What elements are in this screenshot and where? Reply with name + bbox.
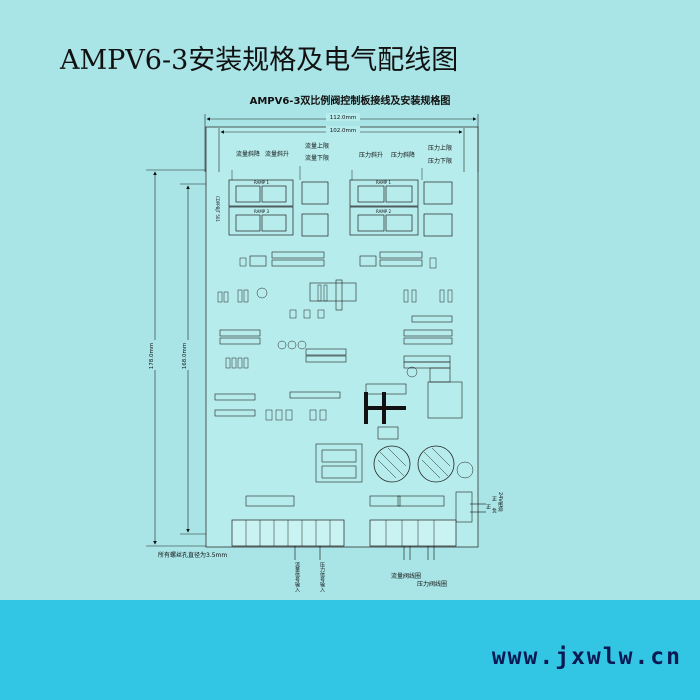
dim-height-outer: 178.0mm (149, 343, 155, 369)
dim-width-inner: 102.0mm (330, 128, 356, 134)
label-power-24v: 24V电源 (497, 492, 503, 513)
label-pressure-lower: 压力下限 (428, 157, 452, 165)
side-code-label: CDPPBJT 501 (215, 196, 220, 222)
adjustment-labels: 流量斜降 流量斜升 流量上限 流量下限 压力斜升 压力斜降 压力上限 压力下限 (236, 142, 452, 165)
height-dimensions: 178.0mm 168.0mm (146, 169, 206, 547)
footer-band (0, 600, 700, 700)
label-pressure-upper: 压力上限 (428, 144, 452, 152)
regulator-bracket (364, 392, 406, 424)
label-pressure-ramp-down: 压力斜降 (391, 151, 415, 159)
label-pressure-valve-wire: 压力阀线圈 (417, 580, 447, 588)
label-flow-lower: 流量下限 (305, 154, 329, 162)
ramp1-label-b: RAMP 1 (376, 180, 391, 185)
label-terminal-minus: 负 (491, 507, 497, 514)
small-parts (217, 257, 453, 421)
label-flow-ramp-down: 流量斜降 (236, 150, 260, 158)
dim-height-inner: 168.0mm (182, 343, 188, 369)
label-flow-upper: 流量上限 (305, 142, 329, 150)
dim-width-outer: 112.0mm (330, 115, 356, 121)
capacitors (373, 445, 455, 483)
label-flow-ramp-up: 流量斜升 (265, 150, 289, 158)
label-pressure-signal-in: 压力信号输入 (319, 562, 325, 592)
ramp-modules (228, 179, 453, 237)
label-flow-signal-in: 流量信号输入 (294, 561, 300, 592)
ramp2-label: RAMP 2 (376, 209, 391, 214)
hole-note: 所有螺丝孔直径为3.5mm (158, 551, 227, 559)
label-flow-valve-wire: 流量阀线圈 (391, 572, 421, 580)
components (214, 251, 473, 523)
label-pressure-ramp-up: 压力斜升 (359, 151, 383, 159)
diagram-subtitle: AMPV6-3双比例阀控制板接线及安装规格图 (249, 96, 451, 107)
width-dimensions: 112.0mm 102.0mm (204, 113, 479, 172)
label-terminal-plus-a: 正 (491, 496, 497, 501)
label-terminal-plus-b: 正 (485, 504, 491, 509)
page-title: AMPV6-3安装规格及电气配线图 (60, 45, 459, 76)
watermark-url[interactable]: www.jxwlw.cn (491, 644, 682, 670)
terminal-blocks (231, 519, 457, 547)
ramp1-label-a: RAMP 1 (254, 180, 269, 185)
ramp3-label: RAMP 3 (254, 209, 269, 214)
board-outline (205, 126, 479, 548)
